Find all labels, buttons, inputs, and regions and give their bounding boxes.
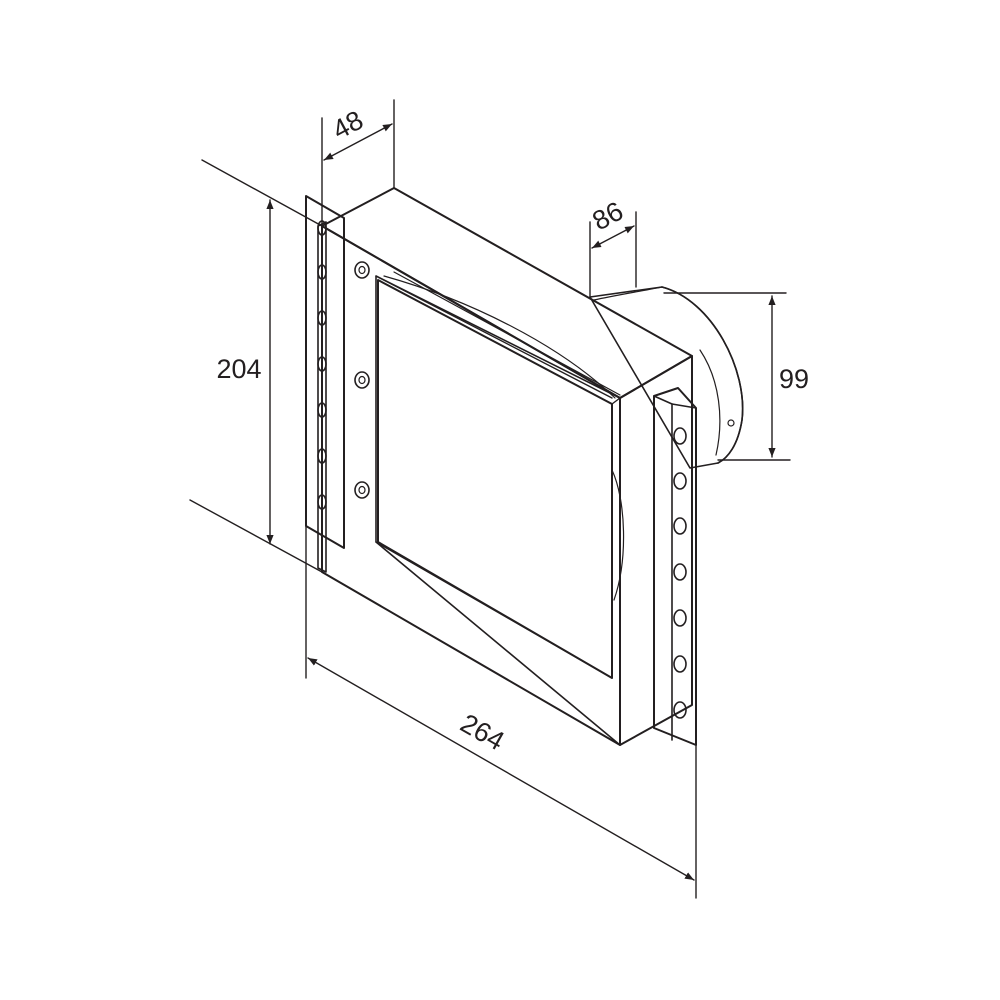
dimension-label-204: 204 [216, 354, 261, 384]
dimension-label-99: 99 [779, 364, 809, 394]
mounting-hole-icon [317, 310, 327, 326]
screw-icon [354, 481, 370, 499]
mounting-hole-icon [317, 494, 327, 510]
dimension-label-86: 86 [587, 196, 628, 237]
mounting-hole-icon [317, 448, 327, 464]
dimension-204: 204 [189, 159, 323, 573]
dimension-arrow [307, 657, 695, 881]
screw-icon [354, 371, 370, 389]
mounting-hole-icon [673, 563, 687, 581]
dimension-arrow [323, 123, 393, 161]
spigot [589, 286, 744, 469]
extension-line [189, 499, 323, 573]
mounting-hole-icon [673, 517, 687, 535]
mounting-hole-icon [317, 264, 327, 280]
mounting-hole-icon [673, 609, 687, 627]
left-flange-holes [317, 220, 327, 510]
extension-line [201, 159, 323, 227]
right-flange-holes [673, 427, 687, 719]
dimension-label-264: 264 [455, 708, 509, 756]
mounting-hole-icon [317, 356, 327, 372]
mounting-hole-icon [317, 402, 327, 418]
mounting-hole-icon [673, 472, 687, 490]
mounting-hole-icon [673, 655, 687, 673]
frame-screws [354, 261, 370, 499]
mounting-hole-icon [673, 427, 687, 445]
dimension-99: 99 [663, 292, 809, 461]
damper-panel [377, 275, 625, 679]
screw-icon [354, 261, 370, 279]
spigot-screw-icon [727, 419, 735, 427]
dimension-264: 264 [305, 525, 697, 899]
dimension-arrow [591, 225, 635, 249]
left-mounting-flange [305, 195, 345, 573]
dimension-86: 86 [587, 196, 637, 298]
